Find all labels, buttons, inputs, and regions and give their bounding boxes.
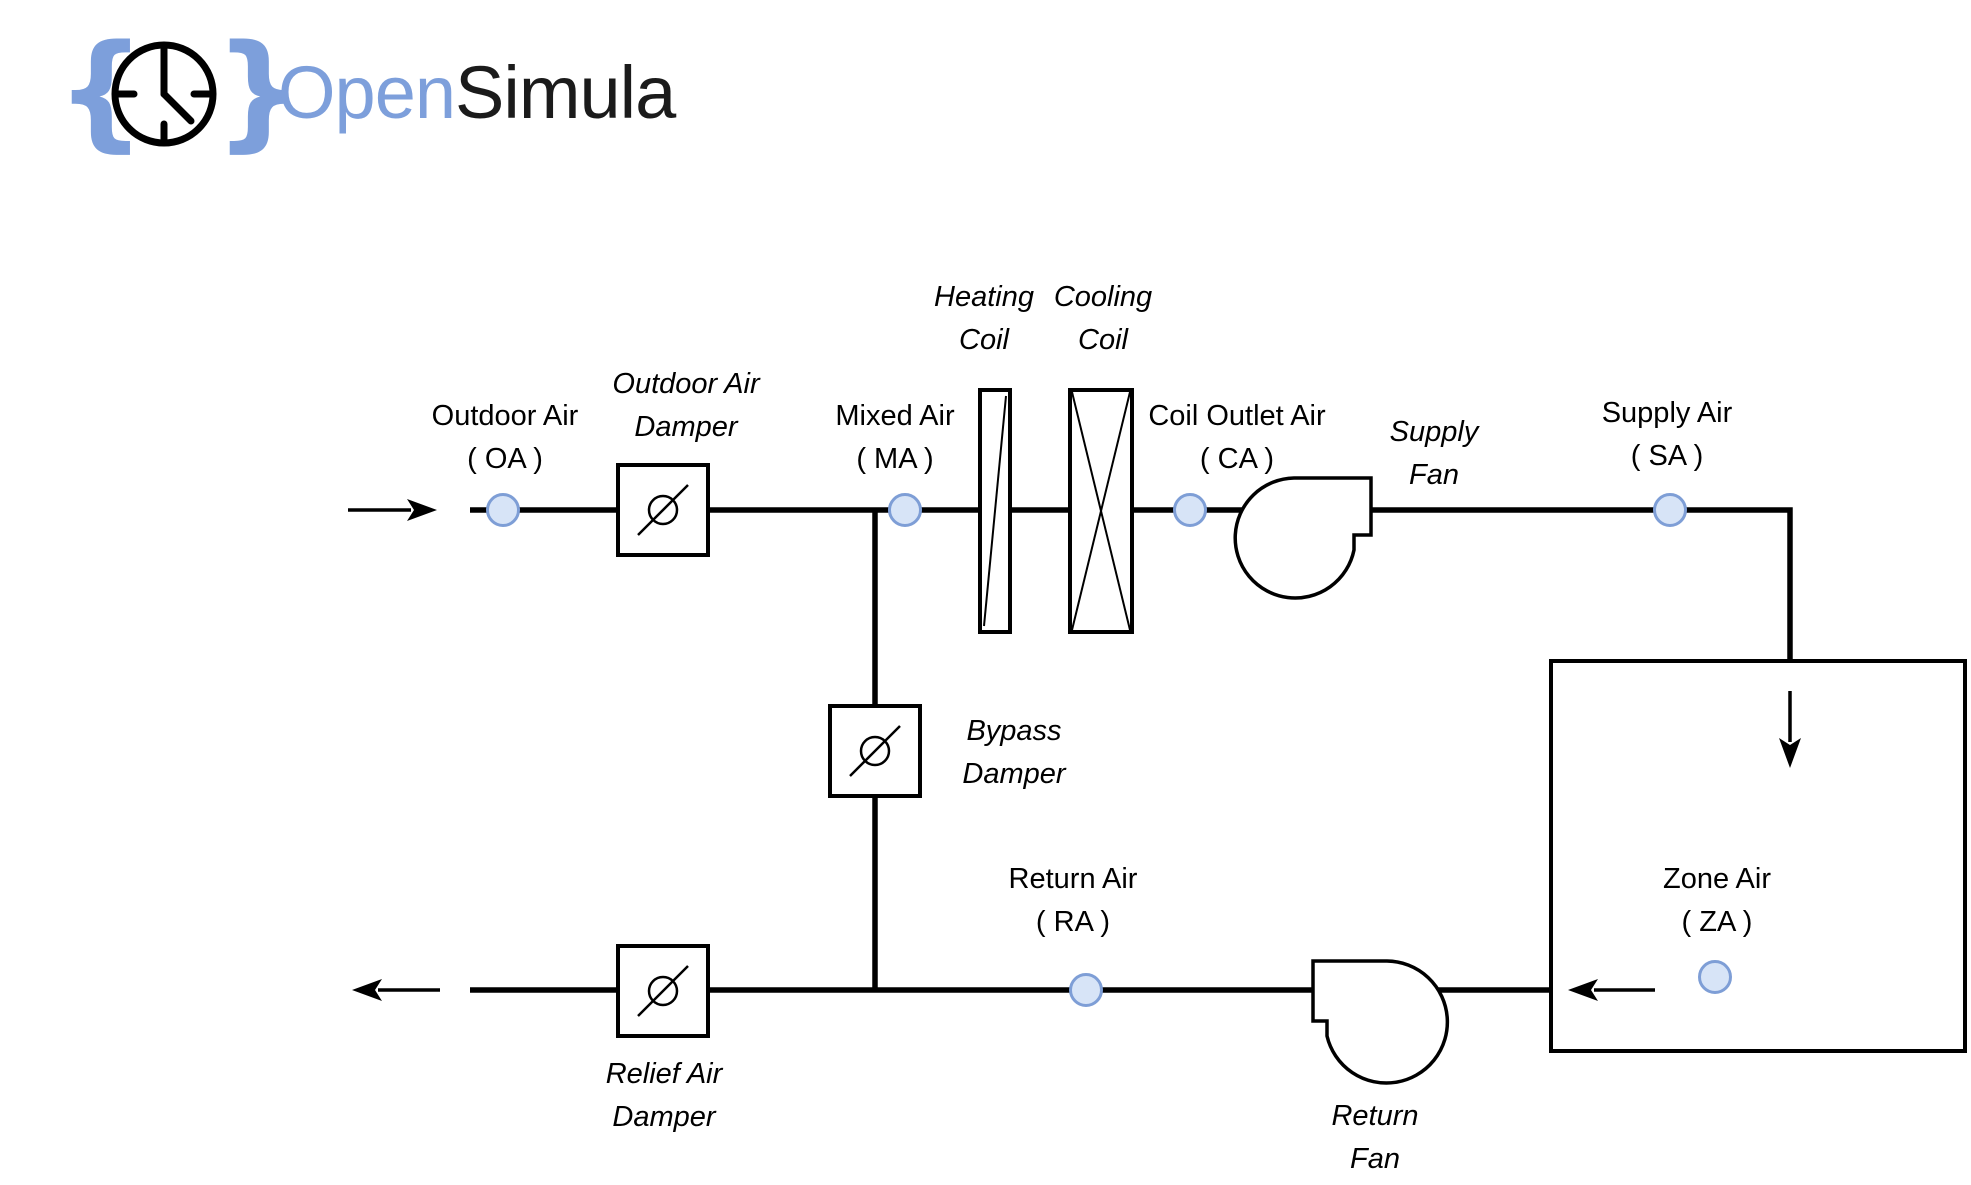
node-supply-air bbox=[1653, 493, 1687, 527]
relief-air-damper-blade-slash bbox=[637, 965, 689, 1017]
logo-wordmark-open: Open bbox=[278, 51, 456, 134]
component-name-line1: Cooling bbox=[1053, 281, 1153, 313]
component-name-line2: Fan bbox=[1409, 459, 1459, 491]
relief-air-damper-blade-circle bbox=[647, 975, 679, 1007]
zone-supply-arrowhead-icon bbox=[1779, 738, 1801, 768]
component-label-cooling-coil: Cooling Coil bbox=[1054, 276, 1152, 362]
outdoor-air-damper-blade-circle bbox=[647, 494, 679, 526]
node-coil-outlet-air bbox=[1173, 493, 1207, 527]
component-label-heating-coil: Heating Coil bbox=[934, 276, 1034, 362]
component-name-line2: Damper bbox=[634, 411, 738, 443]
node-outdoor-air bbox=[486, 493, 520, 527]
component-name-line1: Bypass bbox=[966, 715, 1062, 747]
station-label-return-air: Return Air ( RA ) bbox=[1009, 858, 1138, 944]
relief-air-outlet-arrowhead-icon bbox=[352, 979, 382, 1001]
station-label-zone-air: Zone Air ( ZA ) bbox=[1663, 858, 1771, 944]
zone-return-arrowhead-icon bbox=[1568, 979, 1598, 1001]
station-label-coil-outlet-air: Coil Outlet Air ( CA ) bbox=[1148, 395, 1325, 481]
cooling-coil-symbol bbox=[1068, 388, 1134, 634]
supply-fan-symbol bbox=[1233, 476, 1373, 600]
outdoor-air-damper-symbol bbox=[616, 463, 710, 557]
station-label-outdoor-air: Outdoor Air ( OA ) bbox=[432, 395, 579, 481]
logo-brace-right-icon: } bbox=[214, 17, 304, 164]
outdoor-air-inlet-arrowhead-icon bbox=[407, 499, 437, 521]
logo-wordmark-simula: Simula bbox=[455, 51, 676, 134]
component-name-line2: Fan bbox=[1350, 1143, 1400, 1175]
node-mixed-air bbox=[888, 493, 922, 527]
component-name-line1: Outdoor Air bbox=[612, 368, 760, 400]
component-label-relief-air-damper: Relief Air Damper bbox=[606, 1053, 723, 1139]
component-label-outdoor-air-damper: Outdoor Air Damper bbox=[612, 363, 759, 449]
station-code: ( MA ) bbox=[856, 443, 934, 475]
station-name: Return Air bbox=[1008, 863, 1138, 895]
station-code: ( OA ) bbox=[467, 443, 543, 475]
bypass-damper-blade-slash bbox=[849, 725, 901, 777]
component-label-supply-fan: Supply Fan bbox=[1390, 411, 1479, 497]
station-name: Zone Air bbox=[1663, 863, 1771, 895]
clock-icon bbox=[111, 41, 217, 147]
component-name-line2: Coil bbox=[959, 324, 1009, 356]
node-return-air bbox=[1069, 973, 1103, 1007]
component-name-line1: Heating bbox=[934, 281, 1034, 313]
station-label-supply-air: Supply Air ( SA ) bbox=[1602, 392, 1733, 478]
relief-air-damper-symbol bbox=[616, 944, 710, 1038]
component-name-line2: Damper bbox=[962, 758, 1066, 790]
component-label-return-fan: Return Fan bbox=[1331, 1095, 1418, 1181]
component-name-line1: Return bbox=[1331, 1100, 1419, 1132]
component-name-line1: Relief Air bbox=[605, 1058, 723, 1090]
component-label-bypass-damper: Bypass Damper bbox=[962, 710, 1065, 796]
station-name: Coil Outlet Air bbox=[1148, 400, 1326, 432]
bypass-damper-symbol bbox=[828, 704, 922, 798]
return-fan-symbol bbox=[1311, 959, 1450, 1085]
station-code: ( SA ) bbox=[1630, 440, 1704, 472]
heating-coil-symbol bbox=[978, 388, 1012, 634]
station-code: ( ZA ) bbox=[1681, 906, 1753, 938]
component-name-line2: Damper bbox=[612, 1101, 716, 1133]
zone-box bbox=[1549, 659, 1967, 1053]
station-code: ( RA ) bbox=[1035, 906, 1111, 938]
component-name-line1: Supply bbox=[1389, 416, 1479, 448]
outdoor-air-damper-box bbox=[616, 463, 710, 557]
heating-coil-diagonal bbox=[983, 395, 1007, 627]
logo-wordmark: OpenSimula bbox=[278, 56, 676, 130]
station-label-mixed-air: Mixed Air ( MA ) bbox=[835, 395, 954, 481]
outdoor-air-damper-blade-slash bbox=[637, 484, 689, 536]
component-name-line2: Coil bbox=[1078, 324, 1128, 356]
node-zone-air bbox=[1698, 960, 1732, 994]
station-name: Supply Air bbox=[1601, 397, 1733, 429]
cooling-coil-diagonal-2 bbox=[1071, 391, 1131, 631]
opensimula-logo: { } OpenSimula bbox=[0, 0, 800, 180]
bypass-damper-blade-circle bbox=[859, 735, 891, 767]
station-name: Mixed Air bbox=[835, 400, 955, 432]
station-name: Outdoor Air bbox=[431, 400, 579, 432]
station-code: ( CA ) bbox=[1199, 443, 1275, 475]
